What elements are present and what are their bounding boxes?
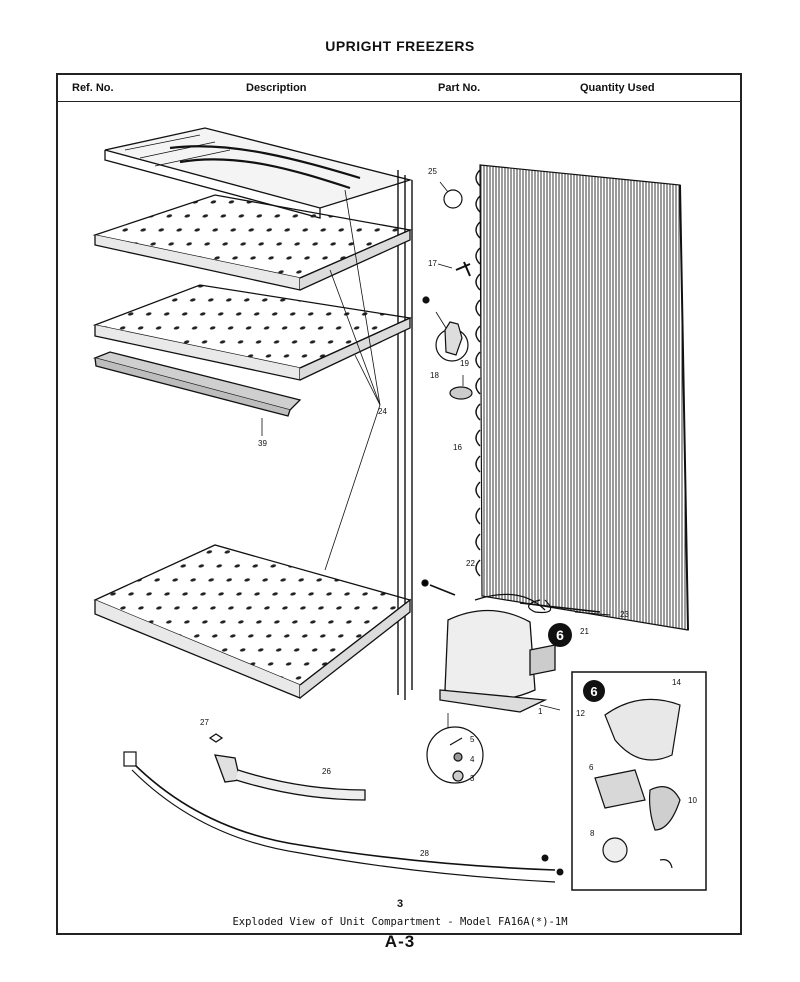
callout-18: 18 xyxy=(430,371,439,380)
table-header: Ref. No. Description Part No. Quantity U… xyxy=(58,75,740,102)
wire-shelf-bottom xyxy=(93,544,412,699)
callout-28: 28 xyxy=(420,849,429,858)
callout-3: 3 xyxy=(470,774,475,783)
detail-inset-badge-label: 6 xyxy=(590,684,597,699)
callout-39: 39 xyxy=(258,439,267,448)
capillary-tubes xyxy=(528,599,611,616)
callout-8: 8 xyxy=(590,829,595,838)
description-header: Description xyxy=(246,82,307,94)
callout-10: 10 xyxy=(688,796,697,805)
condenser-coil xyxy=(475,164,689,631)
figure-number: 3 xyxy=(396,898,404,910)
evaporator-top-shelf xyxy=(104,127,413,219)
callout-6: 6 xyxy=(589,763,594,772)
callout-16: 16 xyxy=(453,443,462,452)
detail-circle-hardware xyxy=(426,713,484,784)
detail-inset-6: 6 xyxy=(571,671,707,891)
callout-26: 26 xyxy=(322,767,331,776)
callout-21: 21 xyxy=(580,627,589,636)
quantity-used-header: Quantity Used xyxy=(580,82,655,94)
callout-19: 19 xyxy=(460,359,469,368)
drain-hose xyxy=(208,733,366,801)
callout-23: 23 xyxy=(620,610,629,619)
diagram-frame: Ref. No. Description Part No. Quantity U… xyxy=(56,73,742,935)
callout-labels: 25 17 18 19 16 22 23 21 24 39 1 5 4 3 14… xyxy=(200,167,697,858)
leader-lines-24 xyxy=(261,189,381,571)
page-number: A-3 xyxy=(384,932,416,951)
shelf-trim-39 xyxy=(92,351,302,417)
page-title: UPRIGHT FREEZERS xyxy=(325,38,475,54)
callout-24: 24 xyxy=(378,407,387,416)
wire-shelf-3 xyxy=(92,284,413,381)
small-parts xyxy=(422,181,473,400)
detail-badge-6: 6 xyxy=(548,623,572,647)
callout-12: 12 xyxy=(576,709,585,718)
callout-17: 17 xyxy=(428,259,437,268)
detail-badge-label: 6 xyxy=(556,627,564,643)
callout-25: 25 xyxy=(428,167,437,176)
figure-caption: Exploded View of Unit Compartment - Mode… xyxy=(232,916,568,928)
callout-14: 14 xyxy=(672,678,681,687)
wire-harness xyxy=(123,751,564,883)
callout-5: 5 xyxy=(470,735,475,744)
callout-1: 1 xyxy=(538,707,543,716)
compressor xyxy=(421,579,601,713)
callout-27: 27 xyxy=(200,718,209,727)
part-no-header: Part No. xyxy=(438,82,481,94)
callout-4: 4 xyxy=(470,755,475,764)
wire-shelf-2 xyxy=(92,194,413,291)
ref-no-header: Ref. No. xyxy=(72,82,114,94)
callout-22: 22 xyxy=(466,559,475,568)
